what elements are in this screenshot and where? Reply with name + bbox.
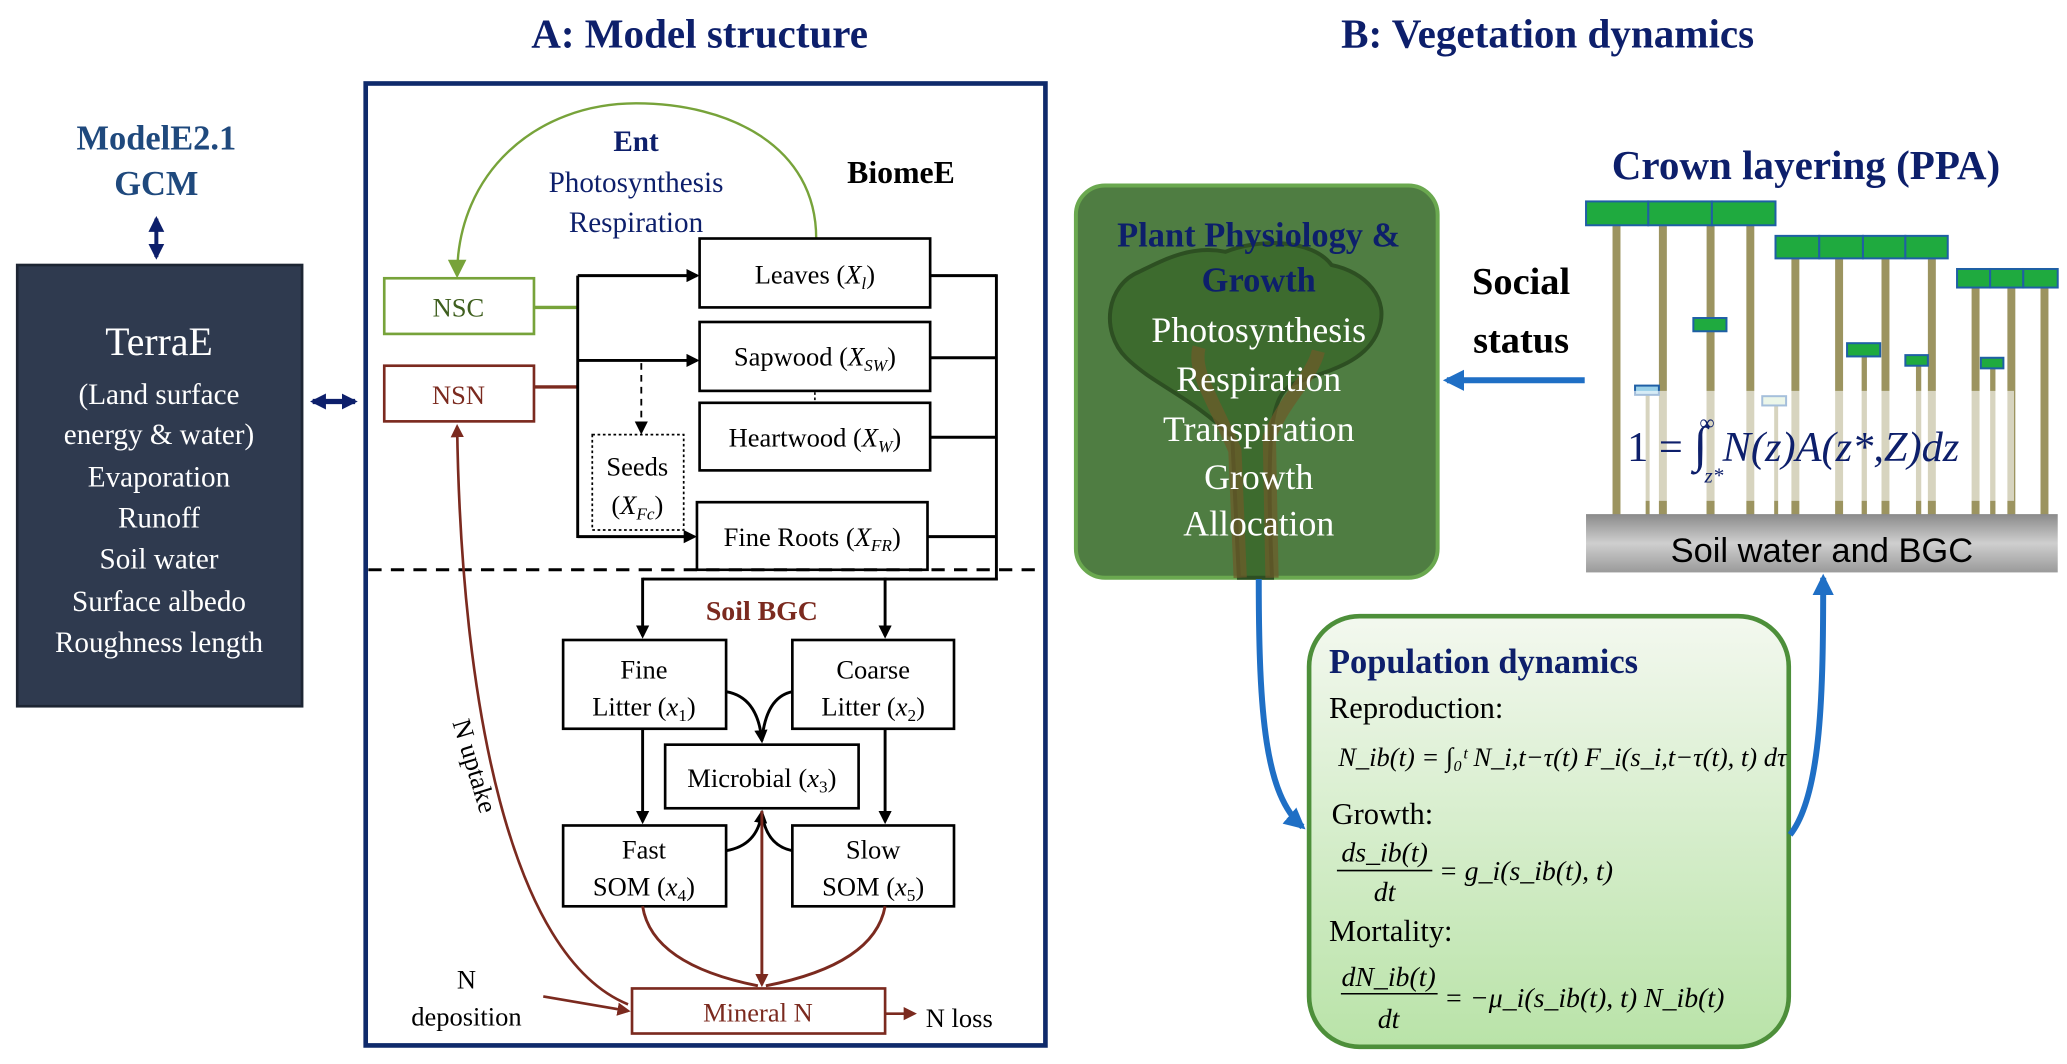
- mineral-n-box: Mineral N: [630, 987, 887, 1035]
- heartwood-box: Heartwood (XW): [698, 401, 932, 472]
- population-dynamics-box: Population dynamics Reproduction: N_ib(t…: [1306, 613, 1792, 1050]
- physiology-process: Respiration: [1176, 359, 1341, 399]
- tree-crowns: [1585, 200, 2059, 407]
- leaves-box: Leaves (Xl): [698, 237, 932, 309]
- litterfall-arrows: [636, 274, 998, 639]
- terrae-title: TerraE: [105, 320, 213, 364]
- population-to-crown-arrow: [1787, 573, 1834, 837]
- mortality-equation-denominator: dt: [1378, 1004, 1401, 1035]
- population-title: Population dynamics: [1329, 643, 1638, 681]
- seeds-box: Seeds (XFc): [591, 433, 685, 531]
- biomee-label: BiomeE: [847, 155, 955, 190]
- svg-text:Microbial (x3): Microbial (x3): [687, 763, 836, 796]
- reproduction-equation: N_ib(t) = ∫₀ᵗ N_i,t−τ(t) F_i(s_i,t−τ(t),…: [1337, 742, 1788, 774]
- physiology-process: Transpiration: [1163, 409, 1355, 449]
- ent-line: Photosynthesis: [549, 167, 724, 199]
- ppa-equation: 1 = ∫z*∞N(z)A(z*,Z)dz: [1627, 410, 1959, 487]
- n-deposition-arrow: [543, 995, 631, 1016]
- svg-text:Leaves (Xl): Leaves (Xl): [755, 260, 875, 293]
- gcm-label: ModelE2.1 GCM: [76, 120, 236, 203]
- reproduction-label: Reproduction:: [1329, 691, 1503, 725]
- gcm-line2: GCM: [114, 165, 198, 203]
- gcm-line1: ModelE2.1: [76, 120, 236, 158]
- fast-som-box: Fast SOM (x4): [561, 824, 728, 908]
- terrae-line: Soil water: [100, 543, 219, 575]
- crown-layering-illustration: 1 = ∫z*∞N(z)A(z*,Z)dz Soil water and BGC: [1585, 198, 2059, 573]
- svg-text:Coarse: Coarse: [836, 654, 910, 684]
- svg-text:Fine: Fine: [620, 654, 667, 684]
- ent-title: Ent: [613, 126, 659, 158]
- soil-band: [1586, 514, 2058, 573]
- slow-som-box: Slow SOM (x5): [791, 824, 956, 908]
- plant-physiology-box: Plant Physiology & Growth Photosynthesis…: [1073, 183, 1440, 580]
- microbial-box: Microbial (x3): [663, 743, 860, 810]
- physiology-process: Allocation: [1183, 503, 1334, 543]
- terrae-line: (Land surface: [78, 379, 239, 411]
- n-deposition-label: N: [457, 964, 476, 994]
- tree-illustration: [1108, 241, 1384, 580]
- terrae-line: Roughness length: [55, 627, 263, 659]
- physiology-process: Photosynthesis: [1151, 310, 1366, 350]
- carbon-return-arrow: [447, 102, 818, 279]
- physiology-process: Growth: [1204, 457, 1313, 497]
- crown-layering-title: Crown layering (PPA): [1612, 142, 2001, 188]
- svg-text:Slow: Slow: [846, 835, 901, 865]
- ent-line: Respiration: [569, 207, 704, 239]
- n-loss-label: N loss: [926, 1003, 993, 1033]
- mineral-n-label: Mineral N: [703, 998, 813, 1028]
- mortality-equation-rhs: = −μ_i(s_ib(t), t) N_ib(t): [1444, 983, 1724, 1014]
- fine-litter-box: Fine Litter (x1): [561, 638, 728, 731]
- svg-text:Seeds: Seeds: [606, 452, 668, 482]
- allocation-arrows: [576, 268, 816, 544]
- fine-roots-box: Fine Roots (XFR): [695, 500, 929, 572]
- sapwood-box: Sapwood (XSW): [698, 320, 932, 393]
- growth-equation-numerator: ds_ib(t): [1341, 837, 1428, 868]
- biomee-frame: [363, 81, 1048, 1048]
- coarse-litter-box: Coarse Litter (x2): [791, 638, 956, 731]
- svg-text:Fine Roots (XFR): Fine Roots (XFR): [724, 522, 901, 555]
- growth-equation-rhs: = g_i(s_ib(t), t): [1439, 856, 1613, 887]
- panel-a-title: A: Model structure: [531, 11, 868, 57]
- physiology-title: Plant Physiology &: [1117, 216, 1400, 254]
- n-uptake-label: N uptake: [447, 715, 504, 816]
- soil-carbon-flows: [636, 690, 892, 853]
- terrae-line: Runoff: [118, 502, 200, 534]
- physiology-to-population-arrow: [1255, 579, 1306, 830]
- svg-text:SOM (x5): SOM (x5): [822, 872, 924, 905]
- svg-text:(XFc): (XFc): [611, 490, 663, 523]
- nsn-label: NSN: [432, 380, 485, 410]
- svg-text:Sapwood (XSW): Sapwood (XSW): [734, 342, 896, 375]
- social-status-label: status: [1473, 319, 1569, 361]
- panel-b-title: B: Vegetation dynamics: [1341, 11, 1754, 57]
- nsn-box: NSN: [382, 364, 536, 423]
- mortality-label: Mortality:: [1329, 914, 1453, 948]
- nsc-box: NSC: [382, 276, 536, 336]
- svg-text:SOM (x4): SOM (x4): [593, 872, 695, 905]
- terrae-box: TerraE (Land surface energy & water) Eva…: [15, 263, 304, 708]
- growth-equation-denominator: dt: [1374, 877, 1397, 908]
- svg-text:Fast: Fast: [622, 835, 667, 865]
- soil-band-label: Soil water and BGC: [1671, 532, 1973, 570]
- svg-text:Litter (x1): Litter (x1): [592, 692, 696, 725]
- soil-bgc-label: Soil BGC: [706, 596, 818, 627]
- physiology-title: Growth: [1202, 262, 1316, 300]
- n-deposition-label: deposition: [411, 1002, 521, 1032]
- mortality-equation-numerator: dN_ib(t): [1341, 962, 1435, 993]
- svg-text:Litter (x2): Litter (x2): [821, 692, 925, 725]
- terrae-line: Surface albedo: [72, 586, 246, 618]
- n-uptake-arrow: [450, 424, 629, 1006]
- nitrogen-mineralization-flows: [641, 810, 887, 988]
- social-status-label: Social: [1472, 261, 1570, 303]
- terrae-line: energy & water): [64, 419, 254, 451]
- growth-label: Growth:: [1332, 797, 1434, 831]
- nsc-label: NSC: [433, 293, 485, 323]
- terrae-line: Evaporation: [88, 461, 231, 493]
- svg-text:Heartwood (XW): Heartwood (XW): [729, 423, 902, 456]
